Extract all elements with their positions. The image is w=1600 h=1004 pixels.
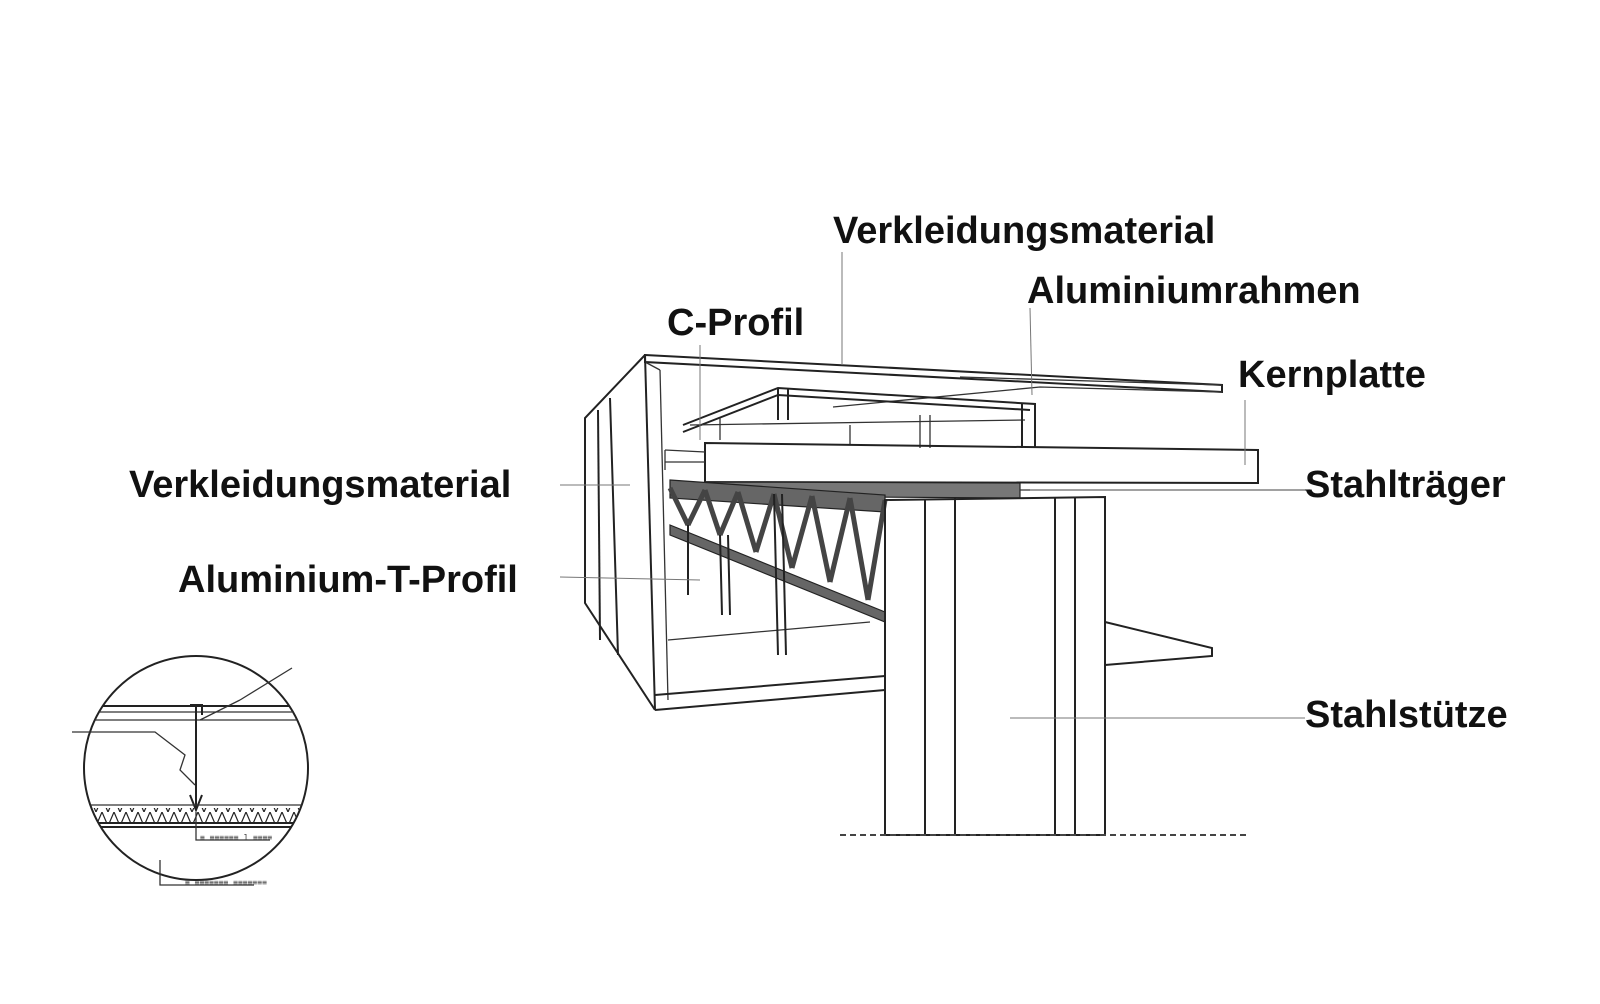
roof-cladding bbox=[644, 353, 1223, 408]
label-stahltraeger: Stahlträger bbox=[1305, 464, 1506, 506]
label-aluminiumrahmen: Aluminiumrahmen bbox=[1027, 270, 1361, 312]
aluminium-frame bbox=[682, 386, 1036, 448]
label-verkleidungsmaterial-left: Verkleidungsmaterial bbox=[129, 464, 512, 506]
label-stahlstuetze: Stahlstütze bbox=[1305, 694, 1508, 736]
label-verkleidungsmaterial-top: Verkleidungsmaterial bbox=[833, 210, 1216, 252]
left-wall bbox=[584, 354, 886, 711]
detail-circle bbox=[72, 655, 309, 886]
label-aluminium-t-profil: Aluminium-T-Profil bbox=[178, 559, 518, 601]
label-kernplatte: Kernplatte bbox=[1238, 354, 1426, 396]
label-c-profil: C-Profil bbox=[667, 302, 805, 344]
truss bbox=[667, 479, 888, 656]
detail-note-1: ≡ ≡≡≡≡≡≡ 1 ≡≡≡≡ bbox=[200, 833, 273, 842]
leader-lines bbox=[559, 252, 1305, 719]
detail-note-2: ≡ ≡≡≡≡≡≡≡ ≡≡≡≡≡≡≡ bbox=[185, 878, 267, 887]
steel-column bbox=[840, 495, 1250, 836]
core-plate bbox=[664, 441, 1259, 485]
